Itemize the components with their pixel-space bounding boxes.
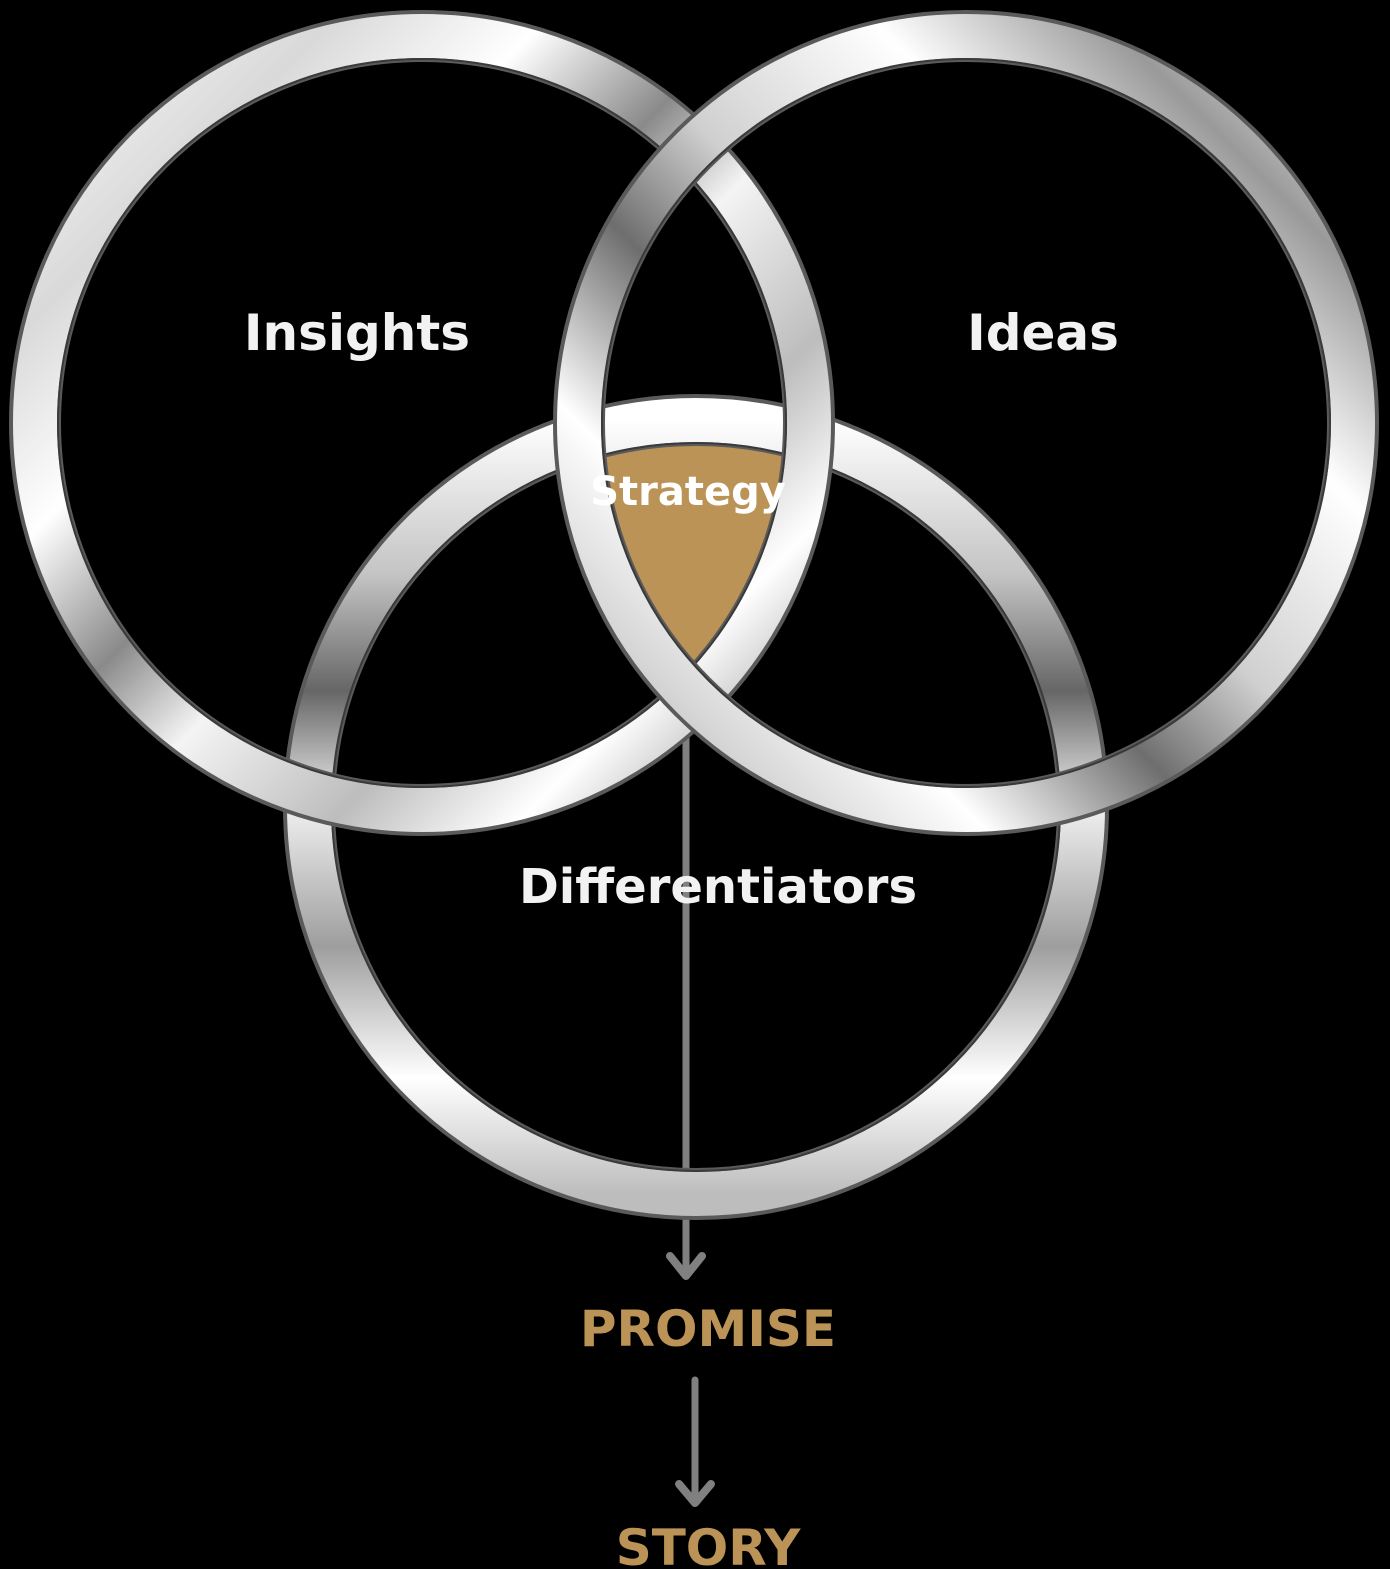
label-promise: PROMISE [580, 1300, 836, 1358]
label-strategy: Strategy [590, 469, 786, 515]
ring-ideas [553, 10, 1379, 836]
label-ideas: Ideas [967, 304, 1119, 362]
label-insights: Insights [244, 304, 470, 362]
label-differentiators: Differentiators [519, 859, 917, 915]
label-story: STORY [616, 1519, 801, 1569]
ring-insights [9, 10, 835, 836]
arrow-to-story-head [675, 1480, 715, 1507]
arrow-to-promise-head [666, 1252, 706, 1280]
